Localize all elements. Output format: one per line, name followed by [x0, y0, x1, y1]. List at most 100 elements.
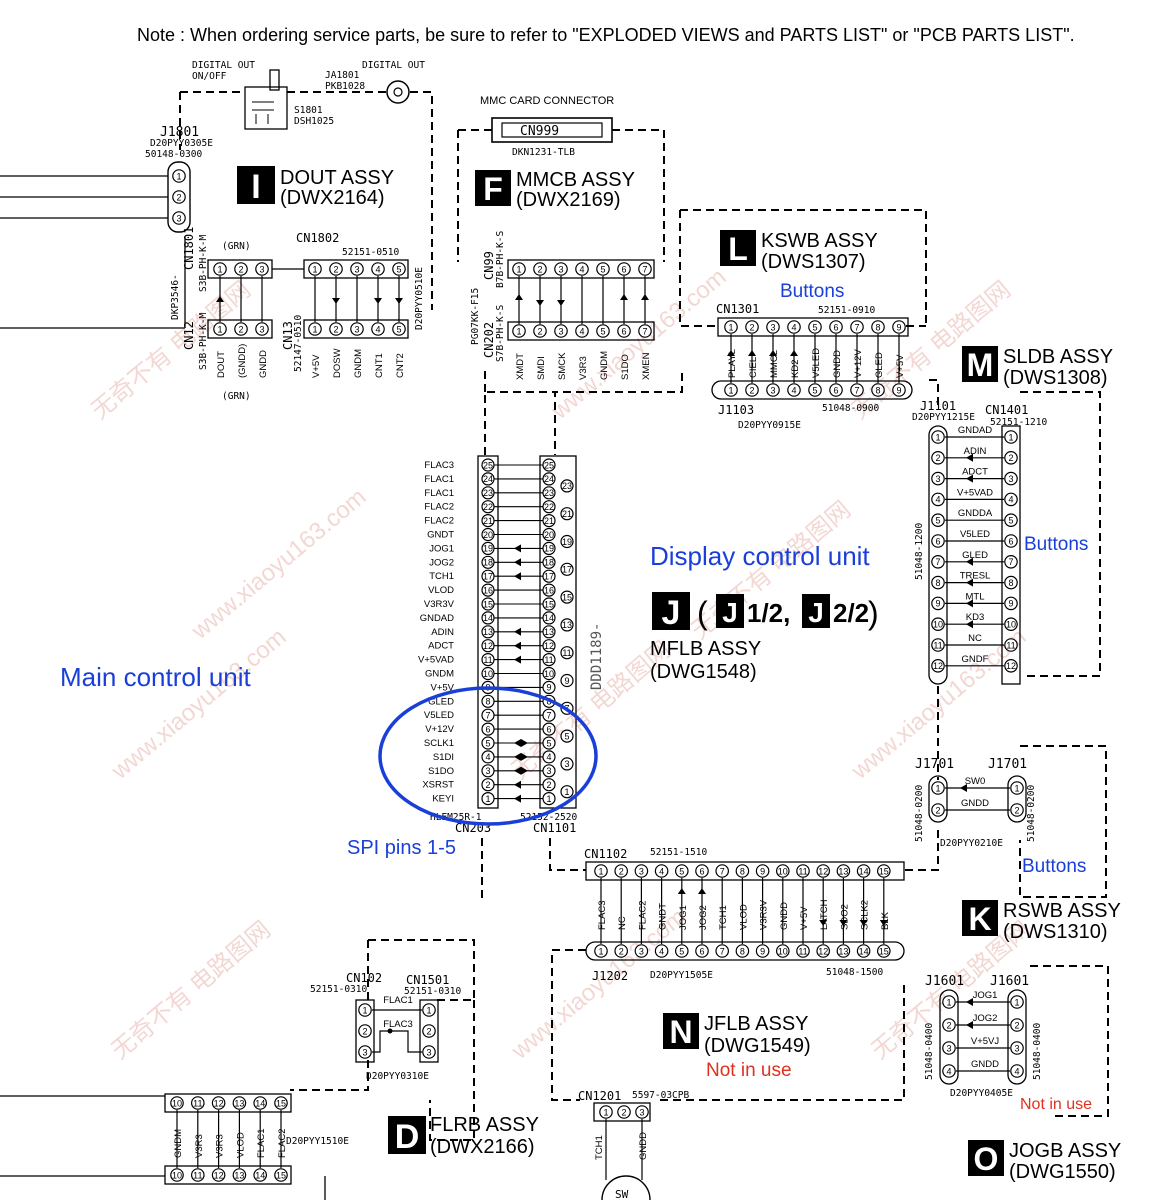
cn1201-signal: GNDD — [638, 1132, 649, 1160]
cn13-signal: GNDM — [353, 349, 364, 378]
bottom-signal: GNDM — [173, 1129, 184, 1158]
pin-number: 9 — [896, 322, 901, 332]
j1601a-label: J1601 — [925, 974, 964, 989]
pin-number: 1 — [946, 997, 951, 1007]
pin-number: 3 — [354, 324, 359, 334]
cn203-signal: ADCT — [428, 641, 454, 652]
pin-circle — [1004, 575, 1018, 590]
pin-number: 4 — [659, 946, 664, 956]
pin-circle — [745, 383, 759, 397]
pin-number: 4 — [579, 326, 584, 336]
pin-number: 4 — [1008, 495, 1013, 505]
bottom-header-bottom — [164, 1165, 292, 1185]
pin-circle — [554, 324, 568, 338]
pin-circle — [931, 430, 945, 444]
j1601b-label: J1601 — [990, 974, 1029, 989]
pin-number: 23 — [483, 488, 493, 498]
arrow-up — [769, 350, 777, 356]
j1601-num-b: 51048-0400 — [1032, 1023, 1043, 1080]
pin-number: 8 — [875, 322, 880, 332]
j1701b-header — [1007, 775, 1027, 823]
cn1801-type: S3B-PH-K-M — [198, 235, 209, 292]
svg-text:D: D — [395, 1118, 420, 1156]
pg07-label: PG07KK-F15 — [470, 288, 481, 345]
pin-number: 13 — [544, 627, 554, 637]
arrow-down — [819, 920, 828, 926]
pin-number: 5 — [546, 738, 551, 748]
pin-number: 8 — [875, 385, 880, 395]
j1101-num: 51048-1200 — [914, 523, 925, 580]
assy-j-badge: J — [652, 592, 690, 632]
assy-o-note: Not in use — [1020, 1096, 1092, 1113]
cn1401-signal: GLED — [962, 550, 988, 561]
pin-number: 1 — [426, 1005, 431, 1015]
pin-number: 7 — [854, 385, 859, 395]
cn203-signal: FLAC1 — [424, 474, 454, 485]
pin-number: 3 — [770, 322, 775, 332]
pin-number: 24 — [483, 474, 493, 484]
cn1102-signal: JOG1 — [678, 905, 689, 930]
pin-circle — [766, 383, 780, 397]
assy-k-badge: K — [962, 900, 998, 937]
pin-circle — [255, 322, 269, 336]
pin-number: 3 — [259, 324, 264, 334]
s1801-label: S1801 — [294, 105, 323, 116]
pin-circle — [1004, 617, 1018, 631]
svg-text:N: N — [669, 1014, 692, 1050]
cn203-signal: VLOD — [428, 585, 454, 596]
pin-circle — [892, 383, 906, 397]
j1103-header — [711, 380, 913, 400]
cn203-signal: V+5VAD — [418, 655, 454, 666]
pin-circle — [931, 803, 945, 817]
cn1101-pin-odd — [560, 673, 574, 688]
pin-number: 1 — [485, 794, 490, 804]
pin-circle — [350, 322, 364, 336]
pin-number: 3 — [639, 1107, 644, 1117]
pin-circle — [715, 944, 729, 958]
cn102-part: D20PYY0310E — [366, 1071, 429, 1082]
pin-number: 6 — [485, 724, 490, 734]
pin-circle — [1010, 1041, 1024, 1055]
arrow-up — [677, 888, 686, 894]
pin-number: 1 — [1014, 997, 1019, 1007]
dout-switch — [244, 69, 288, 130]
cn12-header — [207, 319, 273, 339]
cn1401-header — [1001, 425, 1021, 685]
pin-number: 2 — [749, 322, 754, 332]
cn1301-signal: GNDD — [832, 350, 843, 378]
pin-circle — [634, 864, 649, 878]
pin-circle — [1004, 596, 1018, 611]
pin-number: 11 — [193, 1098, 202, 1108]
pin-number: 16 — [544, 585, 554, 595]
j1601-signal: V+5VJ — [971, 1036, 1000, 1047]
cn202-signal: S1DO — [620, 354, 631, 380]
pin-number: 5 — [600, 326, 605, 336]
pin-number: 7 — [642, 326, 647, 336]
pin-number: 13 — [483, 627, 493, 637]
pin-circle — [796, 864, 810, 878]
cn202-signal: GNDM — [599, 351, 610, 380]
pin-circle — [634, 944, 649, 958]
pin-number: 2 — [619, 946, 624, 956]
pin-number: 19 — [562, 537, 572, 547]
pin-number: 11 — [562, 648, 571, 658]
pin-circle — [253, 1096, 268, 1110]
svg-text:L: L — [728, 231, 748, 267]
cn203-type: HLEM25R-1 — [430, 812, 482, 823]
pin-number: 12 — [483, 641, 493, 651]
arrow-left — [966, 453, 973, 462]
pin-number: 3 — [546, 766, 551, 776]
pin-number: 15 — [544, 599, 554, 609]
pin-number: 15 — [879, 866, 889, 876]
assy-o-name: JOGB ASSY — [1009, 1140, 1121, 1162]
cn202-header — [507, 321, 655, 341]
j1101-header — [928, 425, 948, 685]
assy-i-code: (DWX2164) — [280, 187, 384, 209]
assy-f-code: (DWX2169) — [516, 189, 620, 211]
pin-number: 10 — [172, 1170, 182, 1180]
bottom-signal: FLAC2 — [277, 1128, 288, 1158]
pin-number: 12 — [214, 1098, 224, 1108]
dkn-label: DKN1231-TLB — [512, 147, 575, 158]
assy-k-code: (DWS1310) — [1003, 921, 1107, 943]
